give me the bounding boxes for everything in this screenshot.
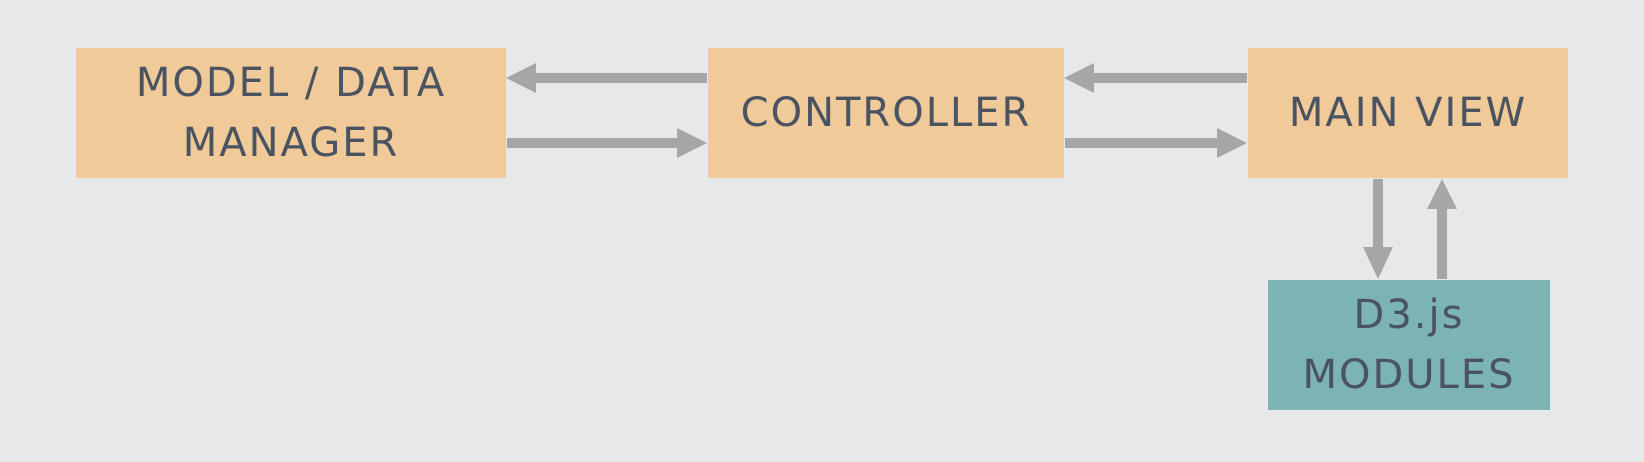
main-view-box-label: MAIN VIEW	[1288, 90, 1528, 136]
controller-box: CONTROLLER	[708, 48, 1064, 178]
d3-box-label-line1: D3.js	[1353, 292, 1465, 338]
d3-modules-box: D3.js MODULES	[1268, 280, 1550, 410]
controller-box-label: CONTROLLER	[740, 90, 1032, 136]
arrow-controller-to-view	[1065, 128, 1247, 158]
model-box-label-line2: MANAGER	[182, 120, 400, 166]
model-data-manager-box: MODEL / DATA MANAGER	[76, 48, 506, 178]
arrow-view-to-d3	[1363, 179, 1393, 279]
arrow-view-to-controller	[1064, 63, 1247, 93]
d3-box-label-line2: MODULES	[1302, 352, 1516, 398]
arrow-d3-to-view	[1427, 179, 1457, 279]
model-box-label-line1: MODEL / DATA	[135, 60, 447, 106]
arrow-model-to-controller	[507, 128, 707, 158]
main-view-box: MAIN VIEW	[1248, 48, 1568, 178]
arrow-controller-to-model	[506, 63, 707, 93]
